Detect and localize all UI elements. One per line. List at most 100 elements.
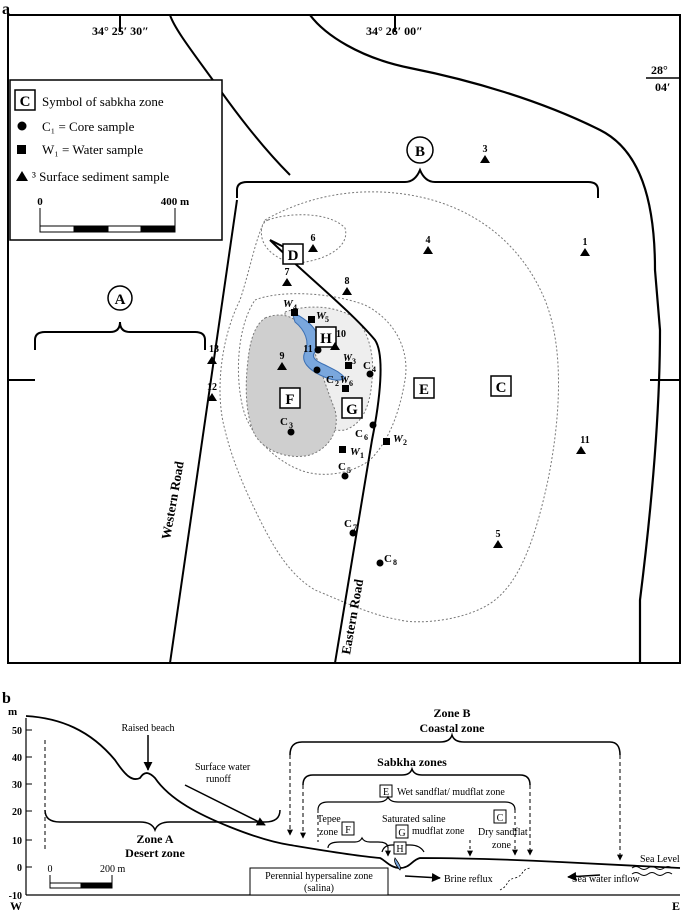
west-label: W xyxy=(10,899,22,911)
legend-scale-bar xyxy=(39,208,176,233)
legend-zone-symbol: C xyxy=(20,94,31,110)
legend-zone-symbol-box xyxy=(14,89,36,111)
tepee-label-1: Tepee xyxy=(317,814,341,825)
perennial-label-1: Perennial hypersaline zone xyxy=(265,871,373,882)
svg-text:C: C xyxy=(326,374,334,386)
svg-text:7: 7 xyxy=(353,523,357,532)
perennial-box xyxy=(249,867,389,896)
dry-label-1: Dry sandflat xyxy=(478,827,528,838)
dry-symbol-box xyxy=(493,809,507,824)
sea-level-label: Sea Level xyxy=(640,854,680,865)
svg-text:W: W xyxy=(343,353,353,364)
svg-text:C: C xyxy=(344,518,352,530)
zone-b-brace xyxy=(236,167,599,198)
svg-text:4: 4 xyxy=(426,235,431,246)
svg-text:8: 8 xyxy=(393,558,397,567)
svg-text:2: 2 xyxy=(335,379,339,388)
sediment-sample-13: 13 xyxy=(207,344,219,364)
svg-text:1: 1 xyxy=(360,451,364,460)
svg-text:E: E xyxy=(419,382,429,398)
tepee-symbol-box xyxy=(341,821,355,836)
svg-text:9: 9 xyxy=(280,351,285,362)
legend-water-text: W₁ = Water sample xyxy=(42,142,143,157)
sediment-sample-9: 9 xyxy=(277,351,287,370)
svg-text:6: 6 xyxy=(311,233,316,244)
salina-lens xyxy=(394,857,401,871)
svg-text:4: 4 xyxy=(293,303,297,312)
svg-text:H: H xyxy=(320,331,332,347)
lat-label-top: 28° xyxy=(651,63,668,77)
svg-text:3: 3 xyxy=(483,144,488,155)
svg-text:G: G xyxy=(346,402,358,418)
svg-text:W: W xyxy=(316,310,327,322)
zone-a-title: Zone A xyxy=(136,832,173,846)
groundwater-line xyxy=(499,867,531,891)
saturated-symbol-box xyxy=(395,824,409,839)
svg-text:7: 7 xyxy=(285,267,290,278)
svg-text:4: 4 xyxy=(372,365,376,374)
terrain-profile xyxy=(25,715,681,869)
profile-scale-end: 200 m xyxy=(100,864,126,875)
svg-text:13: 13 xyxy=(209,344,219,355)
svg-text:W: W xyxy=(350,446,361,458)
svg-text:F: F xyxy=(285,392,294,408)
sediment-sample-11: 11 xyxy=(576,435,590,454)
svg-text:6: 6 xyxy=(364,433,368,442)
coastline-east xyxy=(309,14,662,663)
perennial-label-2: (salina) xyxy=(304,883,334,894)
zone-b-map-label: B xyxy=(415,144,425,160)
svg-text:11: 11 xyxy=(580,435,589,446)
wet-zone-brace xyxy=(317,795,516,811)
sea-inflow-label: Sea water inflow xyxy=(572,874,641,885)
sediment-sample-10: 10 xyxy=(330,329,346,350)
zone-a-map-label: A xyxy=(115,292,126,308)
raised-beach-label: Raised beach xyxy=(121,723,174,734)
eastern-road xyxy=(269,239,382,664)
panel-a-label: a xyxy=(2,1,10,18)
svg-text:C: C xyxy=(355,428,363,440)
core-sample-c1 xyxy=(314,346,322,354)
legend-water-marker xyxy=(17,145,26,154)
dry-label-2: zone xyxy=(492,840,511,851)
panel-b-label: b xyxy=(2,690,11,707)
east-label: E xyxy=(672,899,680,911)
lon-label-left: 34° 25′ 30″ xyxy=(92,24,149,38)
svg-text:3: 3 xyxy=(352,357,356,366)
y-tick-0: 0 xyxy=(17,863,22,874)
y-tick-20: 20 xyxy=(12,807,22,818)
zone-box-f: F xyxy=(279,387,301,409)
sediment-sample-11-inner: 11 xyxy=(303,344,312,355)
western-road xyxy=(169,199,238,664)
zone-a-subtitle: Desert zone xyxy=(125,846,185,860)
zone-b-brace-b xyxy=(289,732,621,756)
svg-text:12: 12 xyxy=(207,382,217,393)
runoff-label-1: Surface water xyxy=(195,762,251,773)
runoff-label-2: runoff xyxy=(206,774,231,785)
zone-a-brace-b xyxy=(44,809,281,833)
svg-text:5: 5 xyxy=(347,466,351,475)
legend-core-text: C₁ = Core sample xyxy=(42,119,135,134)
svg-text:5: 5 xyxy=(325,315,329,324)
y-tick-40: 40 xyxy=(12,753,22,764)
sediment-sample-1: 1 xyxy=(580,237,590,256)
zone-b-circle xyxy=(406,136,434,164)
wet-zone-symbol-box xyxy=(379,784,393,798)
legend-sediment-text: ³ Surface sediment sample xyxy=(32,169,169,184)
tepee-brace xyxy=(327,836,389,849)
legend-sediment-marker xyxy=(16,171,28,181)
y-tick-30: 30 xyxy=(12,780,22,791)
zone-a-circle xyxy=(107,285,133,311)
saturated-symbol: G xyxy=(398,828,405,839)
sabkha-zones-brace xyxy=(302,766,531,786)
svg-text:1: 1 xyxy=(583,237,588,248)
